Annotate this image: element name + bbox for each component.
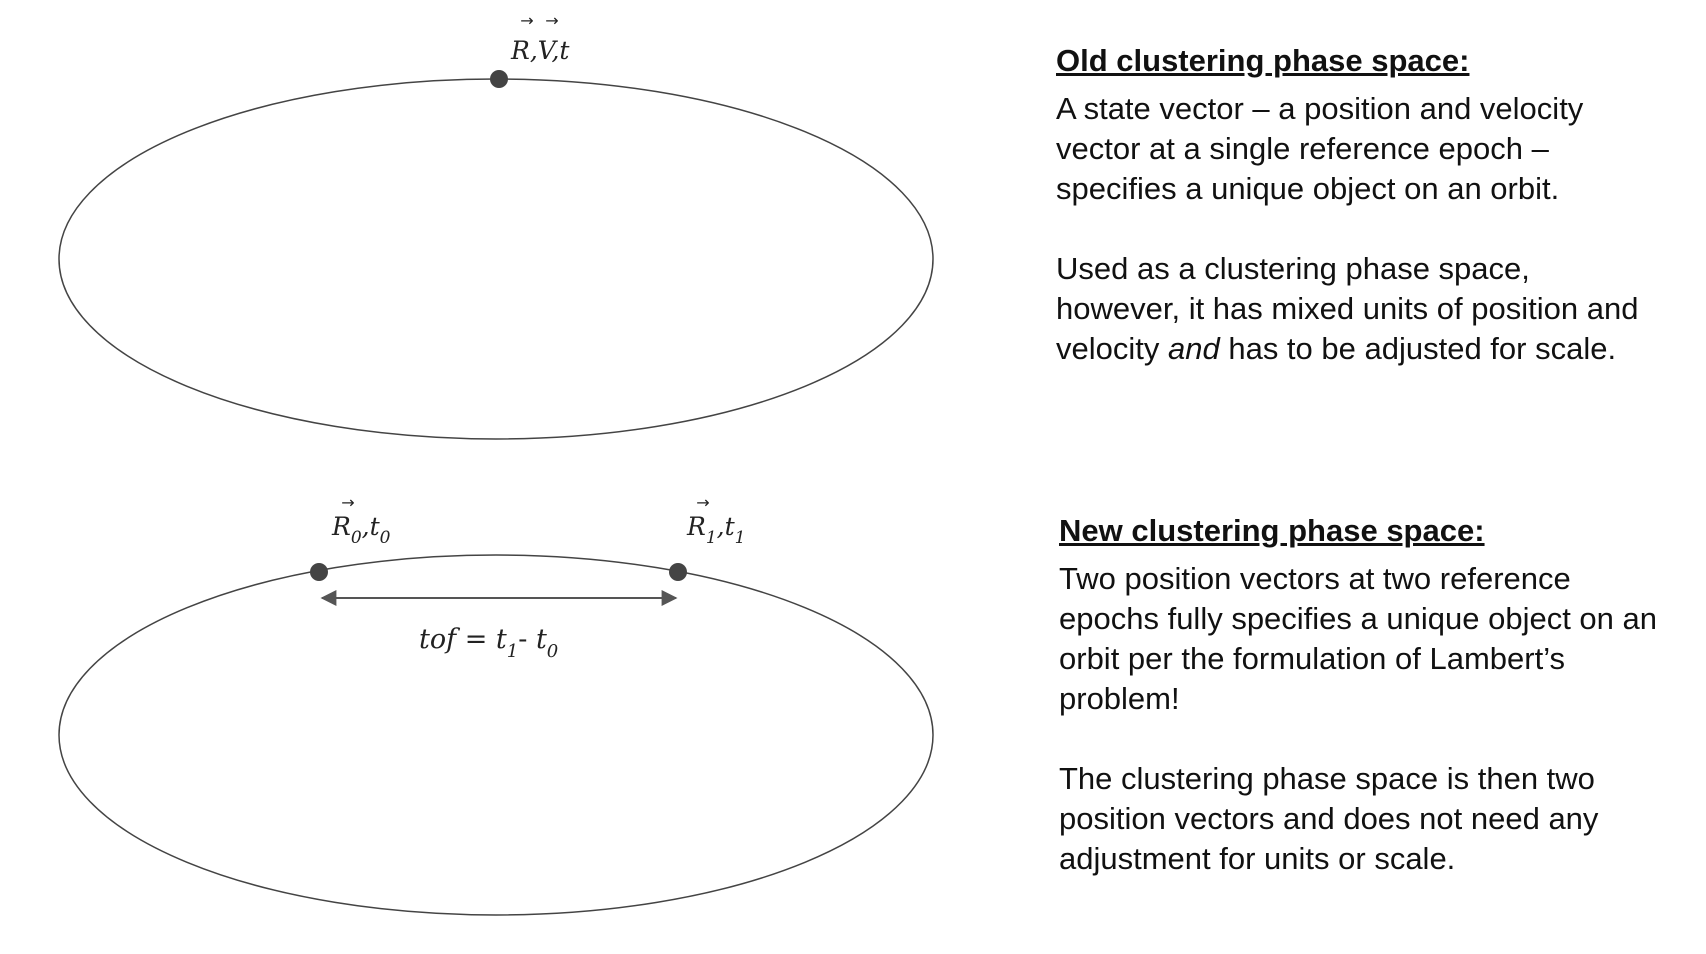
svg-text:→: →: [520, 11, 533, 30]
epoch-symbol: t: [559, 36, 570, 65]
position-1-label: → R1,t1: [686, 493, 745, 548]
orbit-diagrams: → → R,V,t → R0,t0 → R1,t1 tof = t1- t0: [58, 11, 934, 916]
new-phase-space-title: New clustering phase space:: [1059, 513, 1485, 548]
position-vector-symbol: R: [510, 36, 530, 65]
new-phase-space-benefit: The clustering phase space is then two p…: [1059, 761, 1599, 876]
svg-text:R1,t1: R1,t1: [686, 512, 745, 548]
state-vector-point: [490, 70, 508, 88]
new-phase-space-description: Two position vectors at two reference ep…: [1059, 561, 1658, 716]
old-phase-space-description: A state vector – a position and velocity…: [1056, 91, 1584, 206]
position-0-label: → R0,t0: [331, 493, 391, 548]
orbit-ellipse-bottom: [58, 554, 934, 916]
old-phase-space-drawback: Used as a clustering phase space, howeve…: [1056, 251, 1639, 366]
svg-text:→: →: [696, 493, 709, 512]
svg-text:R0,t0: R0,t0: [331, 512, 391, 548]
svg-text:→: →: [341, 493, 354, 512]
position-point-0: [310, 563, 328, 581]
svg-text:R,V,t: R,V,t: [510, 36, 570, 65]
orbit-ellipse-top: [58, 78, 934, 440]
svg-text:→: →: [545, 11, 558, 30]
new-phase-space-panel: New clustering phase space: Two position…: [1059, 511, 1659, 919]
state-vector-label: → → R,V,t: [510, 11, 570, 65]
old-phase-space-panel: Old clustering phase space: A state vect…: [1056, 41, 1656, 409]
time-of-flight-label: tof = t1- t0: [419, 624, 558, 662]
old-phase-space-title: Old clustering phase space:: [1056, 43, 1470, 78]
emphasis-and: and: [1167, 331, 1220, 366]
position-point-1: [669, 563, 687, 581]
